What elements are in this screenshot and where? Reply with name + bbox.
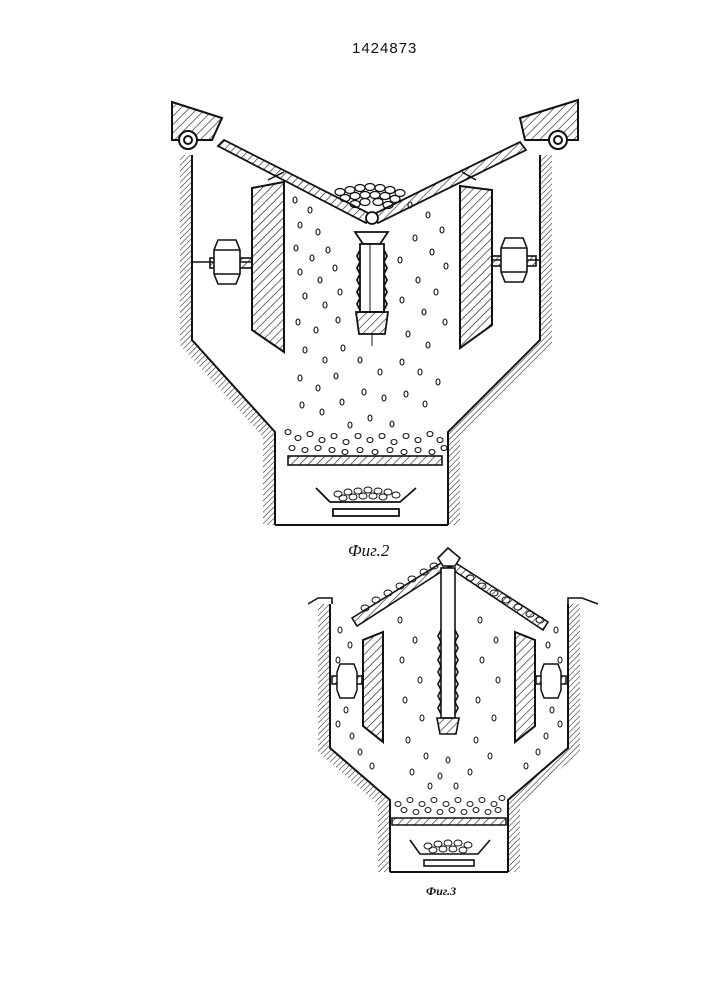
fig2-bottom-bed <box>285 430 447 455</box>
fig3-left-flange <box>308 598 332 604</box>
figure-3 <box>308 548 598 872</box>
fig2-left-drive <box>192 240 252 284</box>
figure-2 <box>172 100 578 525</box>
fig3-right-plate <box>515 632 535 742</box>
fig3-left-plate <box>363 632 383 742</box>
fig3-right-flange <box>568 598 598 604</box>
fig3-left-roof <box>352 560 450 626</box>
fig2-right-plate <box>460 186 492 348</box>
fig3-right-drive <box>536 664 566 698</box>
fig3-central-shaft <box>437 568 459 734</box>
fig3-top-cap <box>438 548 460 566</box>
fig2-central-crusher <box>355 232 388 346</box>
fig2-left-roller-unit <box>172 102 222 149</box>
fig3-right-roof <box>450 562 548 630</box>
figure-2-caption: Фиг.2 <box>348 541 389 561</box>
fig2-left-plate <box>252 182 284 352</box>
figure-3-caption: Фиг.3 <box>426 884 456 899</box>
fig3-bottom-bed <box>395 796 505 815</box>
fig3-left-drive <box>332 664 362 698</box>
fig2-hinge <box>366 212 378 224</box>
fig3-grate <box>392 818 506 825</box>
fig3-conveyor <box>410 840 490 866</box>
fig2-left-chute <box>218 140 372 223</box>
fig2-grate <box>288 456 442 465</box>
fig2-right-roller-unit <box>520 100 578 149</box>
fig2-right-chute <box>372 142 526 223</box>
fig2-right-drive <box>492 238 540 282</box>
fig2-conveyor <box>316 487 416 516</box>
